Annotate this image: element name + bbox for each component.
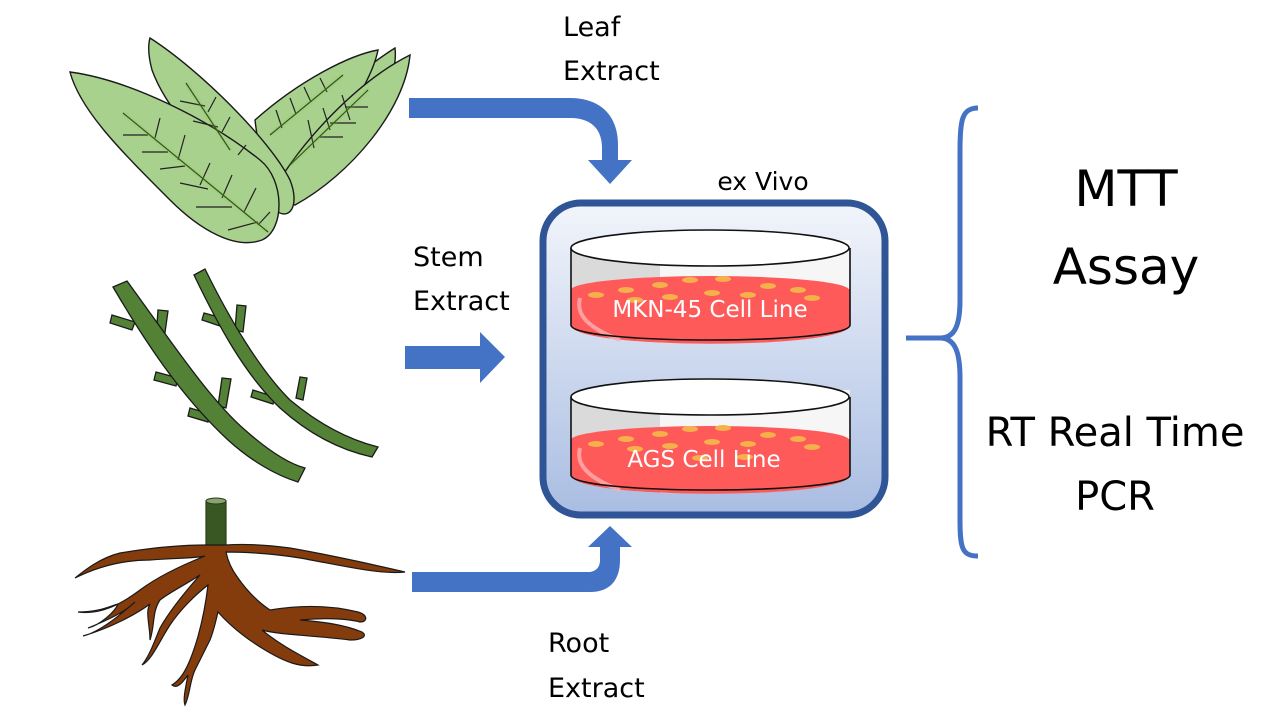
stem-extract-label-line1: Stem bbox=[413, 242, 484, 273]
leaf-extract-label-line1: Leaf bbox=[563, 12, 622, 43]
stem-extract-label-line2: Extract bbox=[413, 286, 510, 317]
root-extract-label-line2: Extract bbox=[548, 673, 645, 704]
outcome-mtt-line2: Assay bbox=[1053, 238, 1200, 296]
outcome-mtt-line1: MTT bbox=[1074, 160, 1178, 218]
stem-icon bbox=[109, 268, 380, 483]
root-icon bbox=[74, 497, 406, 707]
ex-vivo-title: ex Vivo bbox=[717, 167, 808, 196]
petri-dish-mkn45: MKN-45 Cell Line bbox=[570, 229, 851, 344]
root-arrow-icon bbox=[412, 526, 632, 592]
cell-dots bbox=[588, 276, 820, 303]
leaf-arrow-icon bbox=[409, 98, 632, 184]
brace-icon bbox=[906, 105, 979, 559]
stem-arrow-icon bbox=[405, 332, 505, 383]
dish-label-mkn45: MKN-45 Cell Line bbox=[612, 297, 807, 323]
leaf-extract-label-line2: Extract bbox=[563, 56, 660, 87]
outcome-pcr-line2: PCR bbox=[1075, 474, 1155, 520]
root-extract-label-line1: Root bbox=[548, 628, 609, 659]
petri-dish-ags: AGS Cell Line bbox=[570, 378, 851, 494]
cell-dots bbox=[588, 425, 820, 461]
dish-label-ags: AGS Cell Line bbox=[627, 447, 780, 473]
leaf-icon bbox=[69, 36, 411, 244]
outcome-pcr-line1: RT Real Time bbox=[986, 410, 1245, 456]
